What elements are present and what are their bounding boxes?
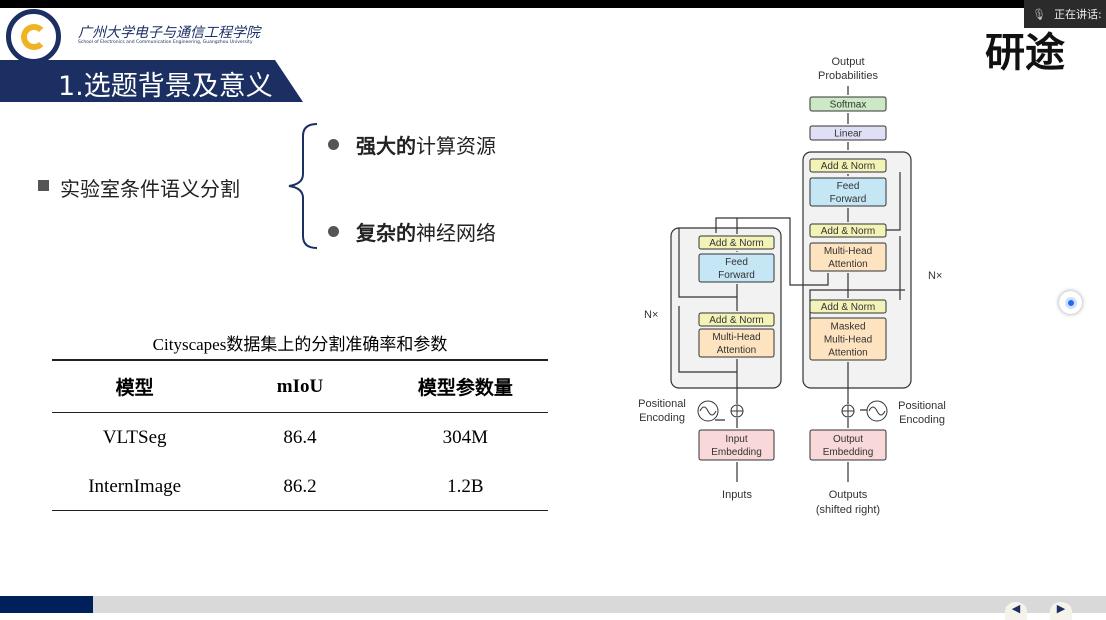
outputs-label-2: (shifted right) xyxy=(816,504,880,516)
linear-box-label: Linear xyxy=(834,129,862,140)
enc-addnorm-1-label: Add & Norm xyxy=(709,315,763,326)
table-header: 模型 mIoU 模型参数量 xyxy=(52,359,548,413)
dec-mha-label: Multi-Head xyxy=(824,246,872,257)
table-row: VLTSeg 86.4 304M xyxy=(52,413,548,463)
dec-masked-mha-label: Masked xyxy=(830,322,865,333)
softmax-box-label: Softmax xyxy=(830,100,867,111)
watermark-logo: 研途 xyxy=(985,29,1065,76)
arrow-left-icon: ◀ xyxy=(1011,602,1021,615)
dec-addnorm-2-label: Add & Norm xyxy=(821,226,875,237)
main-bullet-square xyxy=(38,180,49,191)
footer-accent xyxy=(0,596,93,613)
mic-off-icon: 🎙 xyxy=(1032,7,1046,21)
nx-encoder: N× xyxy=(644,309,658,321)
speaking-indicator: 🎙 正在讲话: xyxy=(1024,0,1106,28)
pos-enc-left-2: Encoding xyxy=(639,412,685,424)
linear-box xyxy=(809,125,887,141)
enc-mha xyxy=(698,328,775,358)
floating-action-button[interactable] xyxy=(1059,291,1082,314)
enc-addnorm-1 xyxy=(698,312,775,327)
dec-masked-mha xyxy=(809,317,887,361)
nx-decoder: N× xyxy=(928,270,942,282)
dec-masked-mha-label: Attention xyxy=(828,348,867,359)
main-bullet: 实验室条件语义分割 xyxy=(60,177,240,201)
slide-title: 1.选题背景及意义 xyxy=(58,71,273,102)
enc-mha-label: Multi-Head xyxy=(712,332,760,343)
enc-feed-forward-label: Forward xyxy=(718,270,755,281)
cell: 86.2 xyxy=(283,475,317,497)
cell: VLTSeg xyxy=(102,427,167,448)
cell: 1.2B xyxy=(447,475,484,497)
inputs-label: Inputs xyxy=(722,489,752,501)
dec-addnorm-3 xyxy=(809,158,887,173)
title-banner xyxy=(0,60,303,102)
dec-feed-forward-label: Forward xyxy=(830,194,867,205)
output-embedding xyxy=(809,429,887,461)
input-embedding-label: Embedding xyxy=(711,447,762,458)
dec-addnorm-1 xyxy=(809,299,887,314)
sub-bullet-2: 复杂的神经网络 xyxy=(328,217,496,246)
input-embedding xyxy=(698,429,775,461)
enc-addnorm-2-label: Add & Norm xyxy=(709,238,763,249)
top-bar xyxy=(0,0,1106,8)
table-caption: Cityscapes数据集上的分割准确率和参数 xyxy=(152,335,448,354)
sub-bullet-bold: 复杂的 xyxy=(356,221,416,245)
arrow-right-icon: ▶ xyxy=(1056,602,1066,615)
input-embedding-label: Input xyxy=(725,434,747,445)
enc-feed-forward-label: Feed xyxy=(725,257,748,268)
brace xyxy=(288,123,318,249)
pos-enc-right-1: Positional xyxy=(898,400,946,412)
output-embedding-label: Output xyxy=(833,434,863,445)
speaking-label: 正在讲话: xyxy=(1053,8,1102,21)
school-name-cn: 广州大学电子与通信工程学院 xyxy=(78,25,260,41)
pos-enc-right-2: Encoding xyxy=(899,414,945,426)
header-cell: 模型 xyxy=(115,378,154,399)
enc-feed-forward xyxy=(698,253,775,283)
output-probs-1: Output xyxy=(831,56,864,68)
sub-bullet-1: 强大的计算资源 xyxy=(328,130,496,159)
table-row: InternImage 86.2 1.2B xyxy=(52,463,548,511)
header-cell: 模型参数量 xyxy=(417,378,513,399)
sub-bullet-text: 神经网络 xyxy=(416,221,496,245)
pos-enc-left-1: Positional xyxy=(638,398,686,410)
record-icon xyxy=(1064,296,1077,309)
enc-mha-label: Attention xyxy=(717,345,756,356)
outputs-label-1: Outputs xyxy=(829,489,868,501)
dec-masked-mha-label: Multi-Head xyxy=(824,335,872,346)
cell: 304M xyxy=(442,427,489,448)
output-probs-2: Probabilities xyxy=(818,70,878,82)
dec-mha-label: Attention xyxy=(828,259,867,270)
dec-addnorm-1-label: Add & Norm xyxy=(821,302,875,313)
dec-feed-forward-label: Feed xyxy=(837,181,860,192)
school-logo xyxy=(6,9,61,64)
bullet-dot xyxy=(328,226,339,237)
sub-bullet-bold: 强大的 xyxy=(356,134,416,158)
softmax-box xyxy=(809,96,887,112)
dec-addnorm-3-label: Add & Norm xyxy=(821,161,875,172)
enc-addnorm-2 xyxy=(698,235,775,250)
next-slide-button[interactable]: ▶ xyxy=(1050,602,1072,620)
footer-bar xyxy=(0,596,1106,613)
dec-addnorm-2 xyxy=(809,223,887,238)
dec-feed-forward xyxy=(809,177,887,207)
prev-slide-button[interactable]: ◀ xyxy=(1005,602,1027,620)
sub-bullet-text: 计算资源 xyxy=(416,134,496,158)
output-embedding-label: Embedding xyxy=(823,447,874,458)
cell: InternImage xyxy=(88,475,182,497)
bullet-dot xyxy=(328,139,339,150)
cell: 86.4 xyxy=(283,427,317,448)
school-name-en: School of Electronics and Communication … xyxy=(78,40,253,45)
dec-mha xyxy=(809,242,887,272)
header-cell: mIoU xyxy=(276,375,324,397)
results-table: Cityscapes数据集上的分割准确率和参数 模型 mIoU 模型参数量 VL… xyxy=(52,330,548,511)
